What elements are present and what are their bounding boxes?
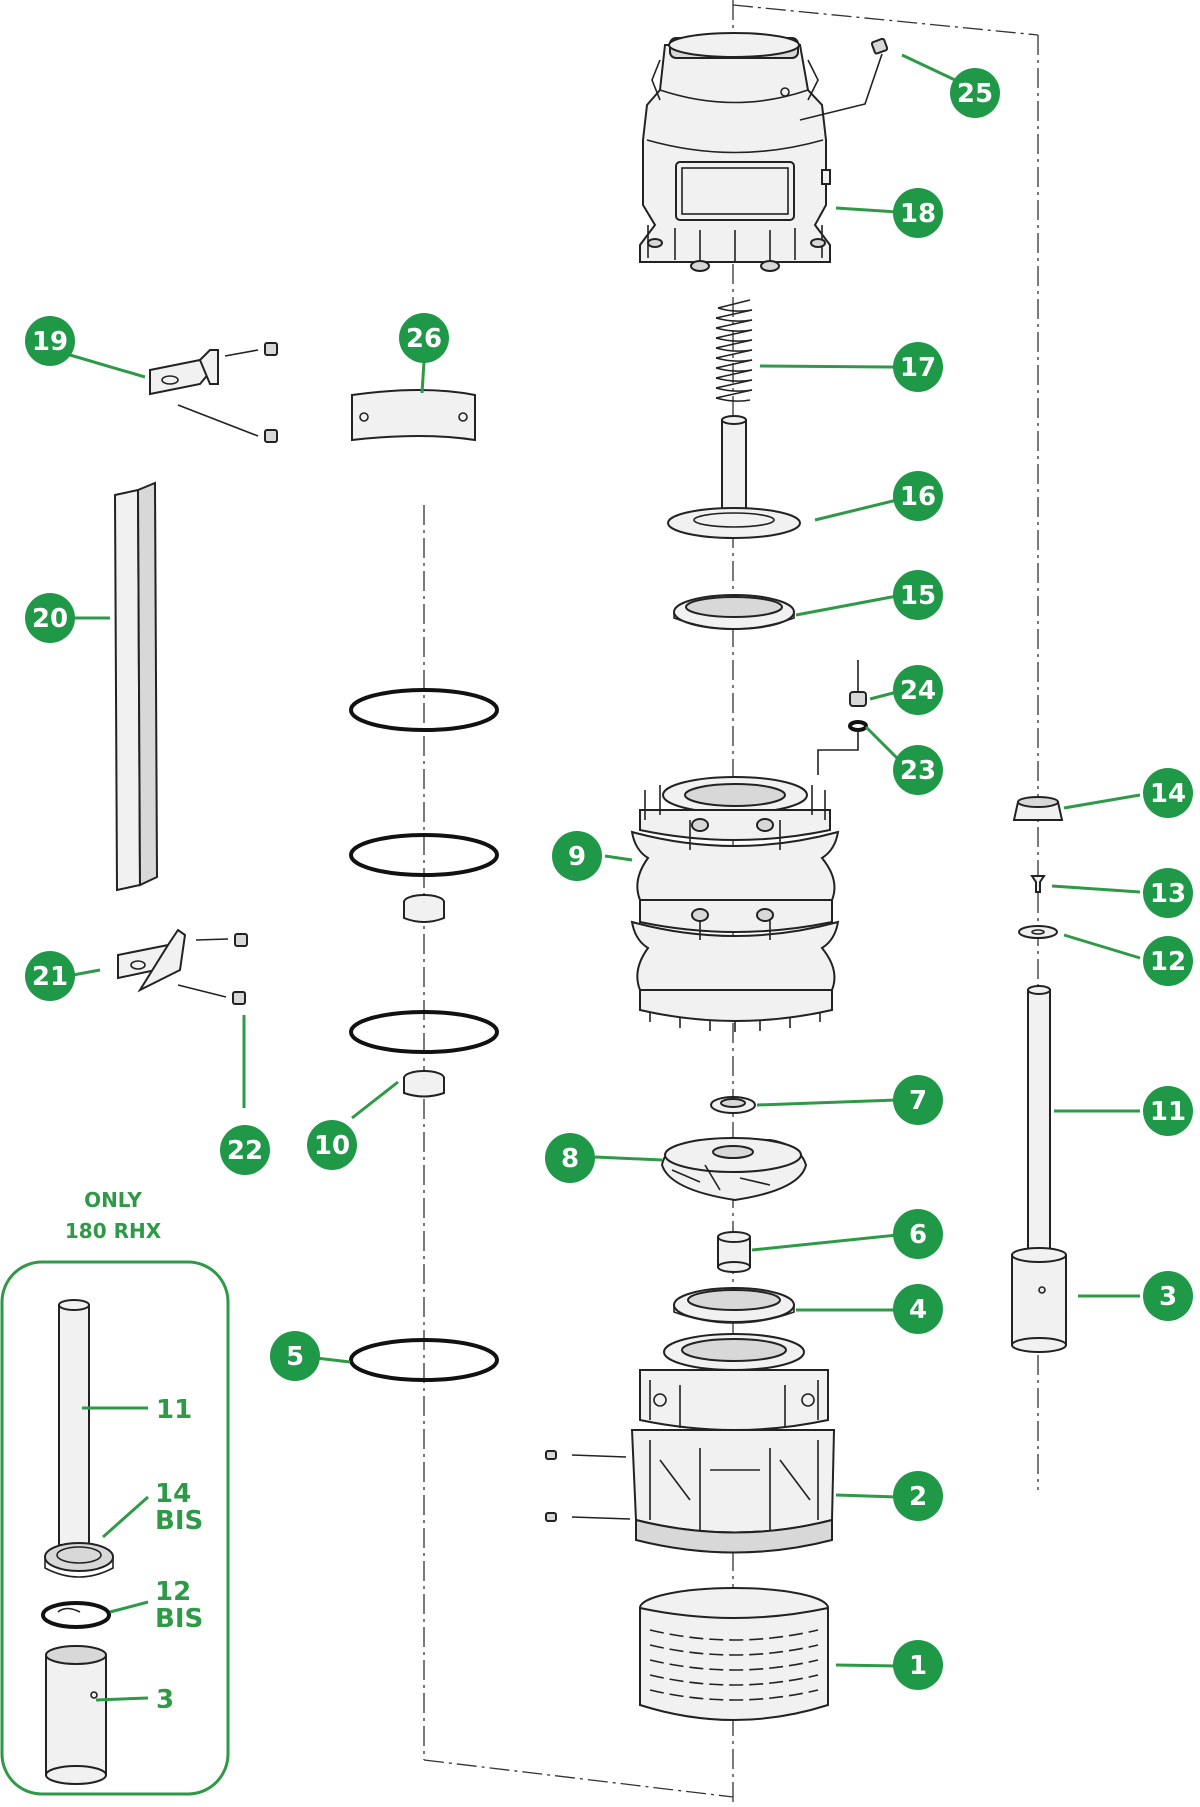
svg-text:22: 22 [227, 1136, 263, 1166]
svg-text:18: 18 [900, 199, 936, 229]
callout-23: 23 [893, 745, 943, 795]
callout-7: 7 [893, 1075, 943, 1125]
svg-text:26: 26 [406, 324, 442, 354]
o-ring-middle [349, 833, 499, 877]
svg-text:9: 9 [568, 842, 586, 872]
svg-text:19: 19 [32, 327, 68, 357]
svg-text:21: 21 [32, 962, 68, 992]
stage-bodies [630, 776, 840, 1032]
svg-text:20: 20 [32, 604, 68, 634]
impeller-nut [710, 1096, 756, 1114]
callout-3: 3 [1143, 1271, 1193, 1321]
inset-label-coupling: 3 [156, 1685, 174, 1715]
seal-ring [673, 594, 795, 630]
suction-casing [630, 1333, 836, 1554]
svg-text:15: 15 [900, 581, 936, 611]
callout-5: 5 [270, 1331, 320, 1381]
nameplate [351, 389, 476, 442]
callout-15: 15 [893, 570, 943, 620]
callout-4: 4 [893, 1284, 943, 1334]
strainer [639, 1587, 829, 1721]
svg-text:23: 23 [900, 756, 936, 786]
o-ring-lower [349, 1010, 499, 1054]
shaft-11 [1027, 985, 1051, 1261]
o-ring-bottom [349, 1338, 499, 1382]
svg-text:13: 13 [1150, 879, 1186, 909]
coupling-3 [1011, 1247, 1067, 1353]
svg-text:5: 5 [286, 1342, 304, 1372]
svg-text:2: 2 [909, 1482, 927, 1512]
sleeve-lower [403, 1070, 445, 1098]
wear-ring [673, 1287, 795, 1324]
svg-text:6: 6 [909, 1220, 927, 1250]
spring [715, 299, 753, 402]
callout-12: 12 [1143, 936, 1193, 986]
callout-11: 11 [1143, 1086, 1193, 1136]
bushing [717, 1231, 751, 1273]
leader-lines [69, 53, 1141, 1668]
callout-25: 25 [950, 68, 1000, 118]
inset-label-shaft: 11 [156, 1395, 192, 1425]
callout-20: 20 [25, 593, 75, 643]
svg-text:12: 12 [1150, 947, 1186, 977]
inset-label-washer-num: 12 [155, 1577, 191, 1607]
callout-13: 13 [1143, 868, 1193, 918]
svg-text:25: 25 [957, 79, 993, 109]
sleeve-upper [403, 894, 445, 923]
svg-text:7: 7 [909, 1086, 927, 1116]
inset-title-line2: 180 RHX [65, 1219, 162, 1243]
inset-title-line1: ONLY [84, 1188, 142, 1212]
callout-1: 1 [893, 1640, 943, 1690]
cap-14 [1012, 796, 1064, 821]
svg-text:4: 4 [909, 1295, 927, 1325]
callout-17: 17 [893, 342, 943, 392]
callout-24: 24 [893, 665, 943, 715]
small-screw-13 [1030, 875, 1046, 893]
callout-9: 9 [552, 831, 602, 881]
upper-bracket [149, 342, 278, 443]
callout-10: 10 [307, 1120, 357, 1170]
callout-badges: 25 18 17 16 15 24 23 9 7 8 6 4 2 1 19 26… [25, 68, 1193, 1690]
discharge-casing [639, 32, 831, 272]
callout-8: 8 [545, 1133, 595, 1183]
svg-text:1: 1 [909, 1651, 927, 1681]
inset-label-cap-num: 14 [155, 1479, 191, 1509]
callout-26: 26 [399, 313, 449, 363]
lower-bracket [117, 928, 248, 1005]
suction-screws [545, 1450, 631, 1522]
screw-25 [799, 37, 889, 121]
impeller [660, 1137, 808, 1202]
svg-text:8: 8 [561, 1144, 579, 1174]
callout-2: 2 [893, 1471, 943, 1521]
shaft-with-disc [667, 415, 801, 539]
washer-23 [817, 720, 868, 775]
cable-guard [113, 481, 159, 892]
callout-21: 21 [25, 951, 75, 1001]
svg-text:3: 3 [1159, 1282, 1177, 1312]
nut-24 [849, 660, 867, 707]
svg-text:16: 16 [900, 482, 936, 512]
callout-19: 19 [25, 316, 75, 366]
shim-washer-12 [1018, 925, 1058, 939]
svg-text:14: 14 [1150, 779, 1186, 809]
callout-16: 16 [893, 471, 943, 521]
inset-label-cap-suffix: BIS [155, 1506, 203, 1536]
svg-text:17: 17 [900, 353, 936, 383]
inset-label-washer-suffix: BIS [155, 1604, 203, 1634]
callout-18: 18 [893, 188, 943, 238]
svg-text:24: 24 [900, 676, 936, 706]
svg-text:11: 11 [1150, 1097, 1186, 1127]
o-ring-upper [349, 688, 499, 732]
callout-6: 6 [893, 1209, 943, 1259]
callout-22: 22 [220, 1125, 270, 1175]
svg-text:10: 10 [314, 1131, 350, 1161]
inset-180-rhx: ONLY 180 RHX 11 14 BIS 12 BIS 3 [0, 1188, 230, 1796]
callout-14: 14 [1143, 768, 1193, 818]
